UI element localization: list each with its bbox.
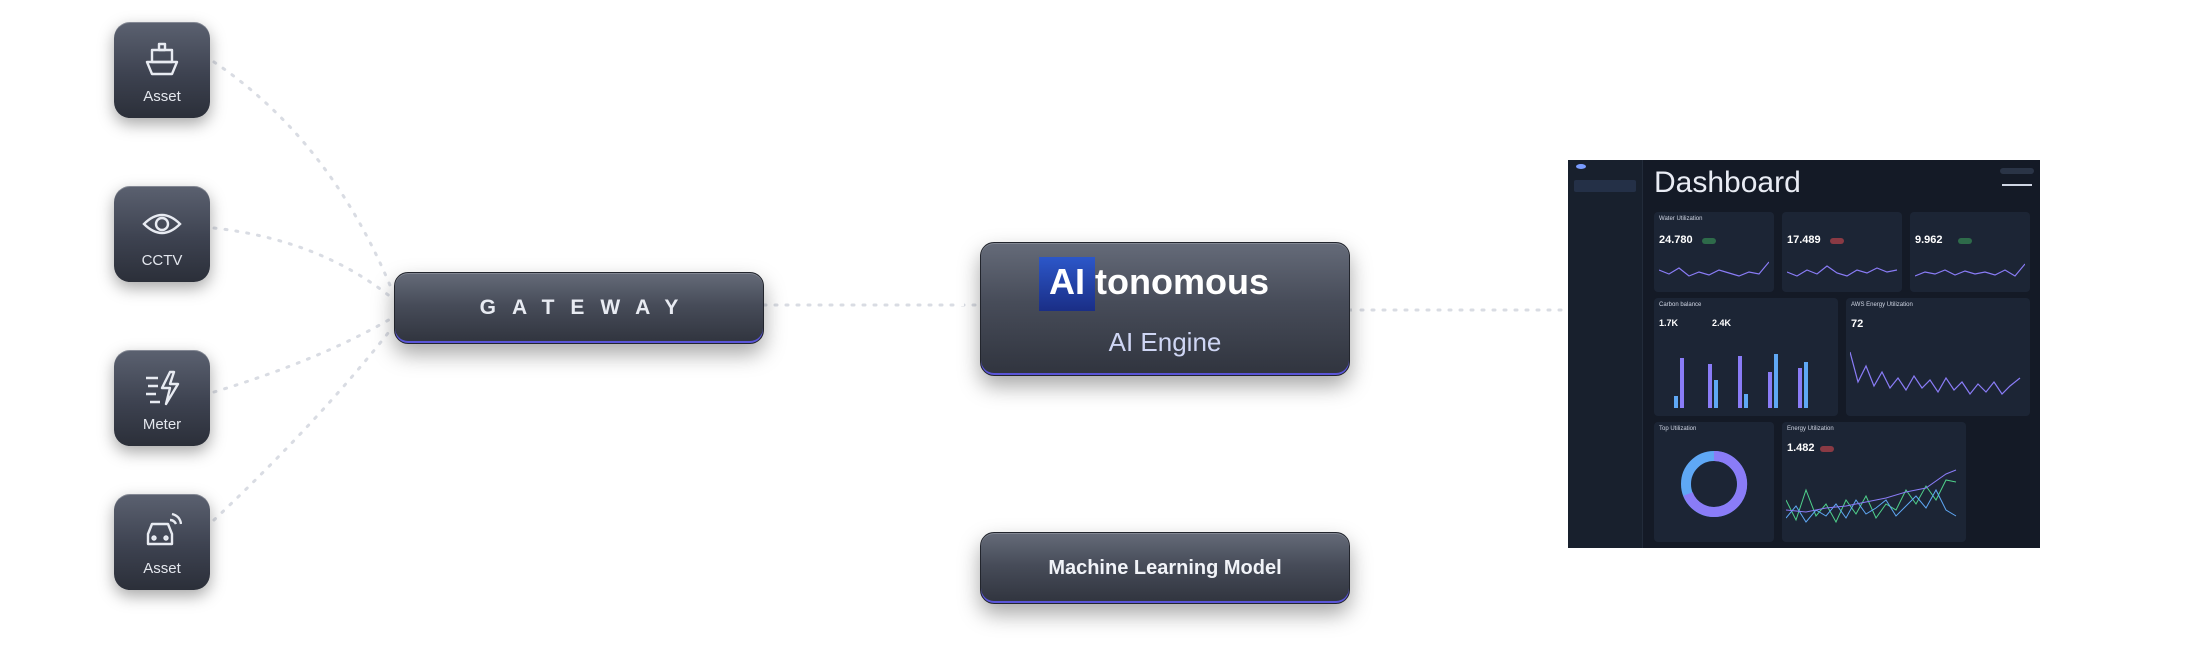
- water-card-1: Water Utilization 24.780: [1654, 212, 1774, 292]
- device-cctv[interactable]: CCTV: [114, 186, 210, 282]
- aws-title: AWS Energy Utilization: [1851, 302, 1913, 308]
- eye-icon: [142, 213, 182, 235]
- device-label: Meter: [142, 416, 182, 433]
- device-label: Asset: [143, 560, 181, 577]
- water-sparkline-3: [1915, 263, 2025, 277]
- engine-title: AI tonomous: [1049, 261, 1269, 303]
- status-pill: [1958, 238, 1972, 244]
- carbon-value-2: 2.4K: [1712, 318, 1732, 328]
- device-label: Asset: [143, 88, 181, 105]
- dashboard-sidebar: [1568, 160, 1643, 548]
- ship-icon: [145, 42, 179, 76]
- engine-title-rest: tonomous: [1095, 261, 1269, 302]
- device-asset-ship[interactable]: Asset: [114, 22, 210, 118]
- carbon-balance-card: Carbon balance 1.7K 2.4K: [1654, 298, 1838, 416]
- water-value-2: 17.489: [1787, 234, 1821, 246]
- meter-icon: [146, 370, 180, 406]
- dashboard-title: Dashboard: [1654, 166, 1801, 199]
- energy-utilization-card: Energy Utilization 1.482: [1782, 422, 1966, 542]
- water-card-2: 17.489: [1782, 212, 1902, 292]
- aws-area-chart: [1850, 351, 2021, 396]
- car-icon: [146, 512, 182, 546]
- dashboard-toolbar: [1938, 168, 2034, 186]
- device-meter[interactable]: Meter: [114, 350, 210, 446]
- status-pill: [1820, 446, 1834, 452]
- aws-value: 72: [1851, 318, 1864, 330]
- status-pill: [1830, 238, 1844, 244]
- energy-line-chart: [1786, 469, 1957, 524]
- water-sparkline-2: [1787, 265, 1897, 277]
- carbon-value-1: 1.7K: [1659, 318, 1679, 328]
- device-label: CCTV: [141, 252, 183, 269]
- sidebar-logo-icon: [1576, 164, 1586, 169]
- ml-label: Machine Learning Model: [1048, 557, 1282, 579]
- water-card-title: Water Utilization: [1659, 216, 1703, 222]
- gateway-label: GATEWAY: [479, 296, 695, 319]
- dashboard-screenshot[interactable]: Dashboard Water Utilization 24.780 17.48…: [1568, 160, 2040, 548]
- device-asset-car[interactable]: Asset: [114, 494, 210, 590]
- engine-title-ai: AI: [1049, 261, 1085, 302]
- top-utilization-card: Top Utilization: [1654, 422, 1774, 542]
- energy-value: 1.482: [1787, 442, 1815, 454]
- energy-title: Energy Utilization: [1787, 426, 1834, 432]
- ml-model-node[interactable]: Machine Learning Model: [980, 532, 1350, 604]
- water-value-3: 9.962: [1915, 234, 1943, 246]
- water-sparkline-1: [1659, 261, 1769, 277]
- ai-highlight-box: [1039, 257, 1095, 311]
- water-card-3: 9.962: [1910, 212, 2030, 292]
- ai-engine-node[interactable]: AI tonomous AI Engine: [980, 242, 1350, 376]
- top-title: Top Utilization: [1659, 426, 1697, 432]
- engine-subtitle: AI Engine: [1108, 327, 1222, 357]
- carbon-bar-chart: [1674, 354, 1808, 408]
- sidebar-active-item: [1574, 180, 1636, 192]
- water-value-1: 24.780: [1659, 234, 1693, 246]
- gateway-node[interactable]: GATEWAY: [394, 272, 764, 344]
- donut-chart: [1681, 450, 1748, 517]
- carbon-title: Carbon balance: [1659, 302, 1702, 308]
- status-pill: [1702, 238, 1716, 244]
- aws-energy-card: AWS Energy Utilization 72: [1846, 298, 2030, 416]
